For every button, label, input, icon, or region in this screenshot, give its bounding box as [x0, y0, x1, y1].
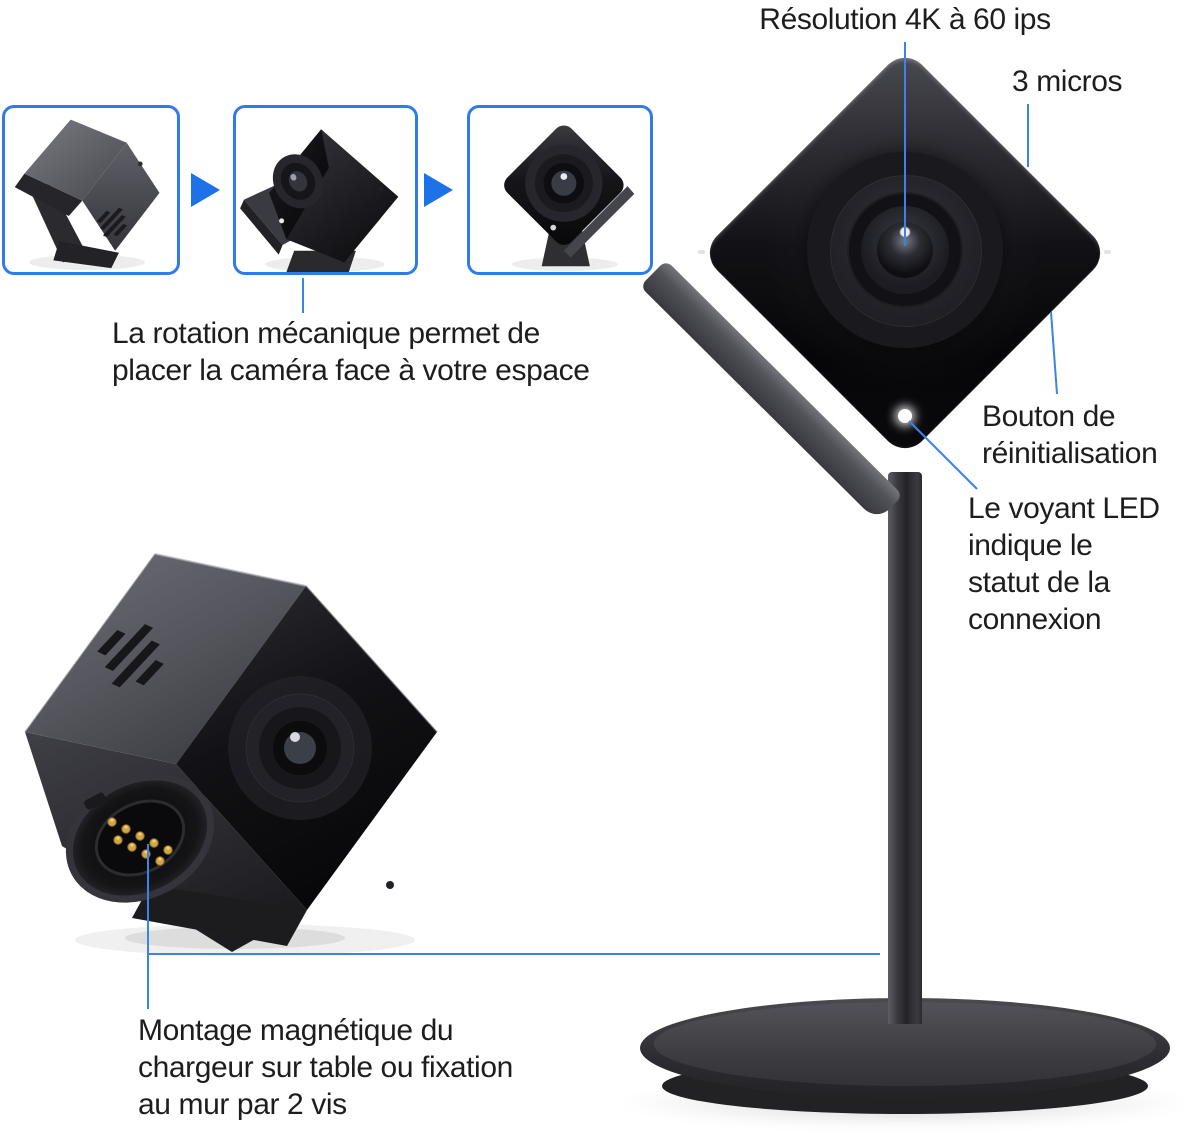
hp-logo: [97, 624, 164, 688]
rotation-step-3-thumbnail: [467, 105, 653, 275]
resolution-label: Résolution 4K à 60 ips: [759, 3, 1051, 36]
reset-leader-line: [1050, 311, 1058, 395]
step-arrow-icon-2: [424, 173, 453, 207]
rotation-label: La rotation mécanique permet de placer l…: [112, 317, 590, 387]
corner-glint-left: [698, 250, 705, 254]
rotation-step-1-thumbnail: [2, 105, 180, 275]
mount-label: Montage magnétique du chargeur sur table…: [138, 1014, 513, 1121]
step-arrow-icon-1: [191, 173, 220, 207]
lens: [228, 676, 372, 820]
camera-front-view-image: [504, 125, 635, 272]
status-led: [898, 409, 912, 423]
camera-bottom-view-image: [24, 553, 438, 956]
rotation-step-2-thumbnail: [233, 105, 418, 275]
reset-button-label: Bouton de réinitialisation: [982, 400, 1158, 470]
led-status-label: Le voyant LED indique le statut de la co…: [968, 492, 1160, 636]
hp-logo: [96, 207, 128, 238]
camera-mid-rotation-image: [240, 129, 399, 272]
lens-highlight: [900, 227, 910, 237]
mics-label: 3 micros: [1012, 65, 1123, 98]
camera-back-view-image: [14, 119, 160, 271]
stand-pole: [888, 472, 922, 1024]
lens: [272, 154, 324, 209]
corner-glint-right: [1104, 250, 1111, 254]
